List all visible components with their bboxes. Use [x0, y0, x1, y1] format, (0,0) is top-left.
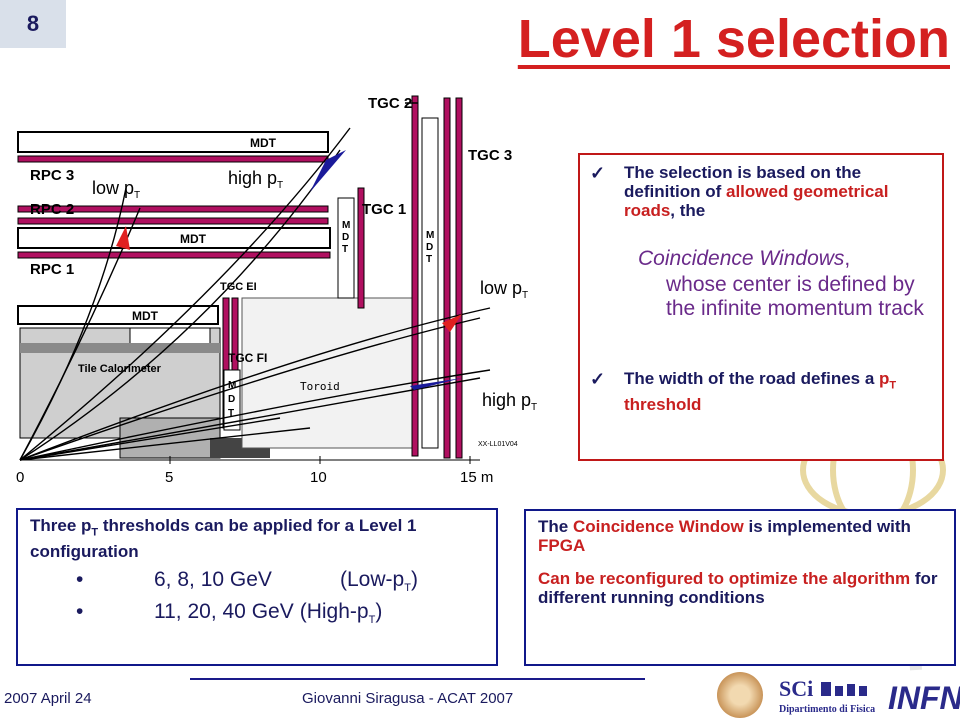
- low-pt-thresholds: •6, 8, 10 GeV(Low-pT): [76, 568, 418, 595]
- dipartimento-logo-icon: SCi Dipartimento di Fisica: [779, 676, 875, 715]
- toroid-label: Toroid: [300, 380, 340, 393]
- tgc2-label: TGC 2: [368, 95, 412, 112]
- axis-tick-15: 15 m: [460, 469, 493, 486]
- svg-text:T: T: [342, 244, 348, 255]
- low-pt-label-top: low pT: [92, 178, 140, 201]
- rpc1-label: RPC 1: [30, 261, 74, 278]
- mdt-label-1: MDT: [250, 136, 277, 150]
- svg-text:D: D: [426, 242, 433, 253]
- coincidence-windows-description: whose center is defined by the infinite …: [666, 273, 924, 320]
- svg-text:SCi: SCi: [779, 676, 813, 701]
- axis-tick-5: 5: [165, 469, 173, 486]
- high-pt-label-top: high pT: [228, 168, 283, 191]
- footer-date: 2007 April 24: [4, 690, 92, 707]
- rpc2-label: RPC 2: [30, 201, 74, 218]
- svg-text:D: D: [228, 394, 235, 405]
- high-pt-label-right: high pT: [482, 390, 537, 413]
- university-seal-icon: [717, 672, 763, 718]
- low-pt-label-right: low pT: [480, 278, 528, 301]
- tgc-fi-label: TGC FI: [228, 351, 267, 365]
- svg-text:T: T: [228, 408, 234, 419]
- axis-tick-10: 10: [310, 469, 327, 486]
- tgc3-label: TGC 3: [468, 147, 512, 164]
- high-pt-thresholds: •11, 20, 40 GeV(High-pT): [76, 600, 383, 627]
- svg-text:D: D: [342, 232, 349, 243]
- selection-text-box: ✓ The selection is based on the definiti…: [578, 153, 944, 461]
- mdt-label-2: MDT: [180, 232, 207, 246]
- tgc1-label: TGC 1: [362, 201, 406, 218]
- checkmark-icon: ✓: [590, 369, 606, 389]
- slide-number: 8: [0, 0, 66, 48]
- bullet-width: The width of the road defines a pT thres…: [624, 369, 897, 415]
- fpga-box: The Coincidence Window is implemented wi…: [524, 509, 956, 666]
- bullet-selection: The selection is based on the definition…: [624, 163, 889, 220]
- reference-code: XX-LL01V04: [478, 441, 518, 448]
- thresholds-box: Three pT thresholds can be applied for a…: [16, 508, 498, 666]
- axis-tick-0: 0: [16, 469, 24, 486]
- svg-text:M: M: [228, 380, 236, 391]
- infn-logo: INFN: [888, 680, 960, 716]
- svg-text:M: M: [342, 220, 350, 231]
- checkmark-icon: ✓: [590, 163, 606, 183]
- footer-divider: [190, 678, 645, 680]
- coincidence-windows-text: Coincidence Windows,: [638, 247, 851, 270]
- fpga-paragraph: The Coincidence Window is implemented wi…: [538, 517, 911, 555]
- footer-author: Giovanni Siragusa - ACAT 2007: [302, 690, 514, 707]
- svg-text:M: M: [426, 230, 434, 241]
- slide-title: Level 1 selection: [517, 9, 950, 69]
- mdt-label-3: MDT: [132, 309, 159, 323]
- svg-text:T: T: [426, 254, 432, 265]
- thresholds-intro: Three pT thresholds can be applied for a…: [30, 516, 417, 562]
- reconfigure-paragraph: Can be reconfigured to optimize the algo…: [538, 569, 938, 607]
- svg-text:Dipartimento di Fisica: Dipartimento di Fisica: [779, 704, 875, 715]
- tgc-ei-label: TGC EI: [220, 281, 257, 293]
- detector-diagram: MDT MDT MDT RPC 3 RPC 2 RPC 1 Tile Calor…: [16, 95, 537, 486]
- rpc3-label: RPC 3: [30, 167, 74, 184]
- tile-calorimeter-label: Tile Calorimeter: [78, 363, 162, 375]
